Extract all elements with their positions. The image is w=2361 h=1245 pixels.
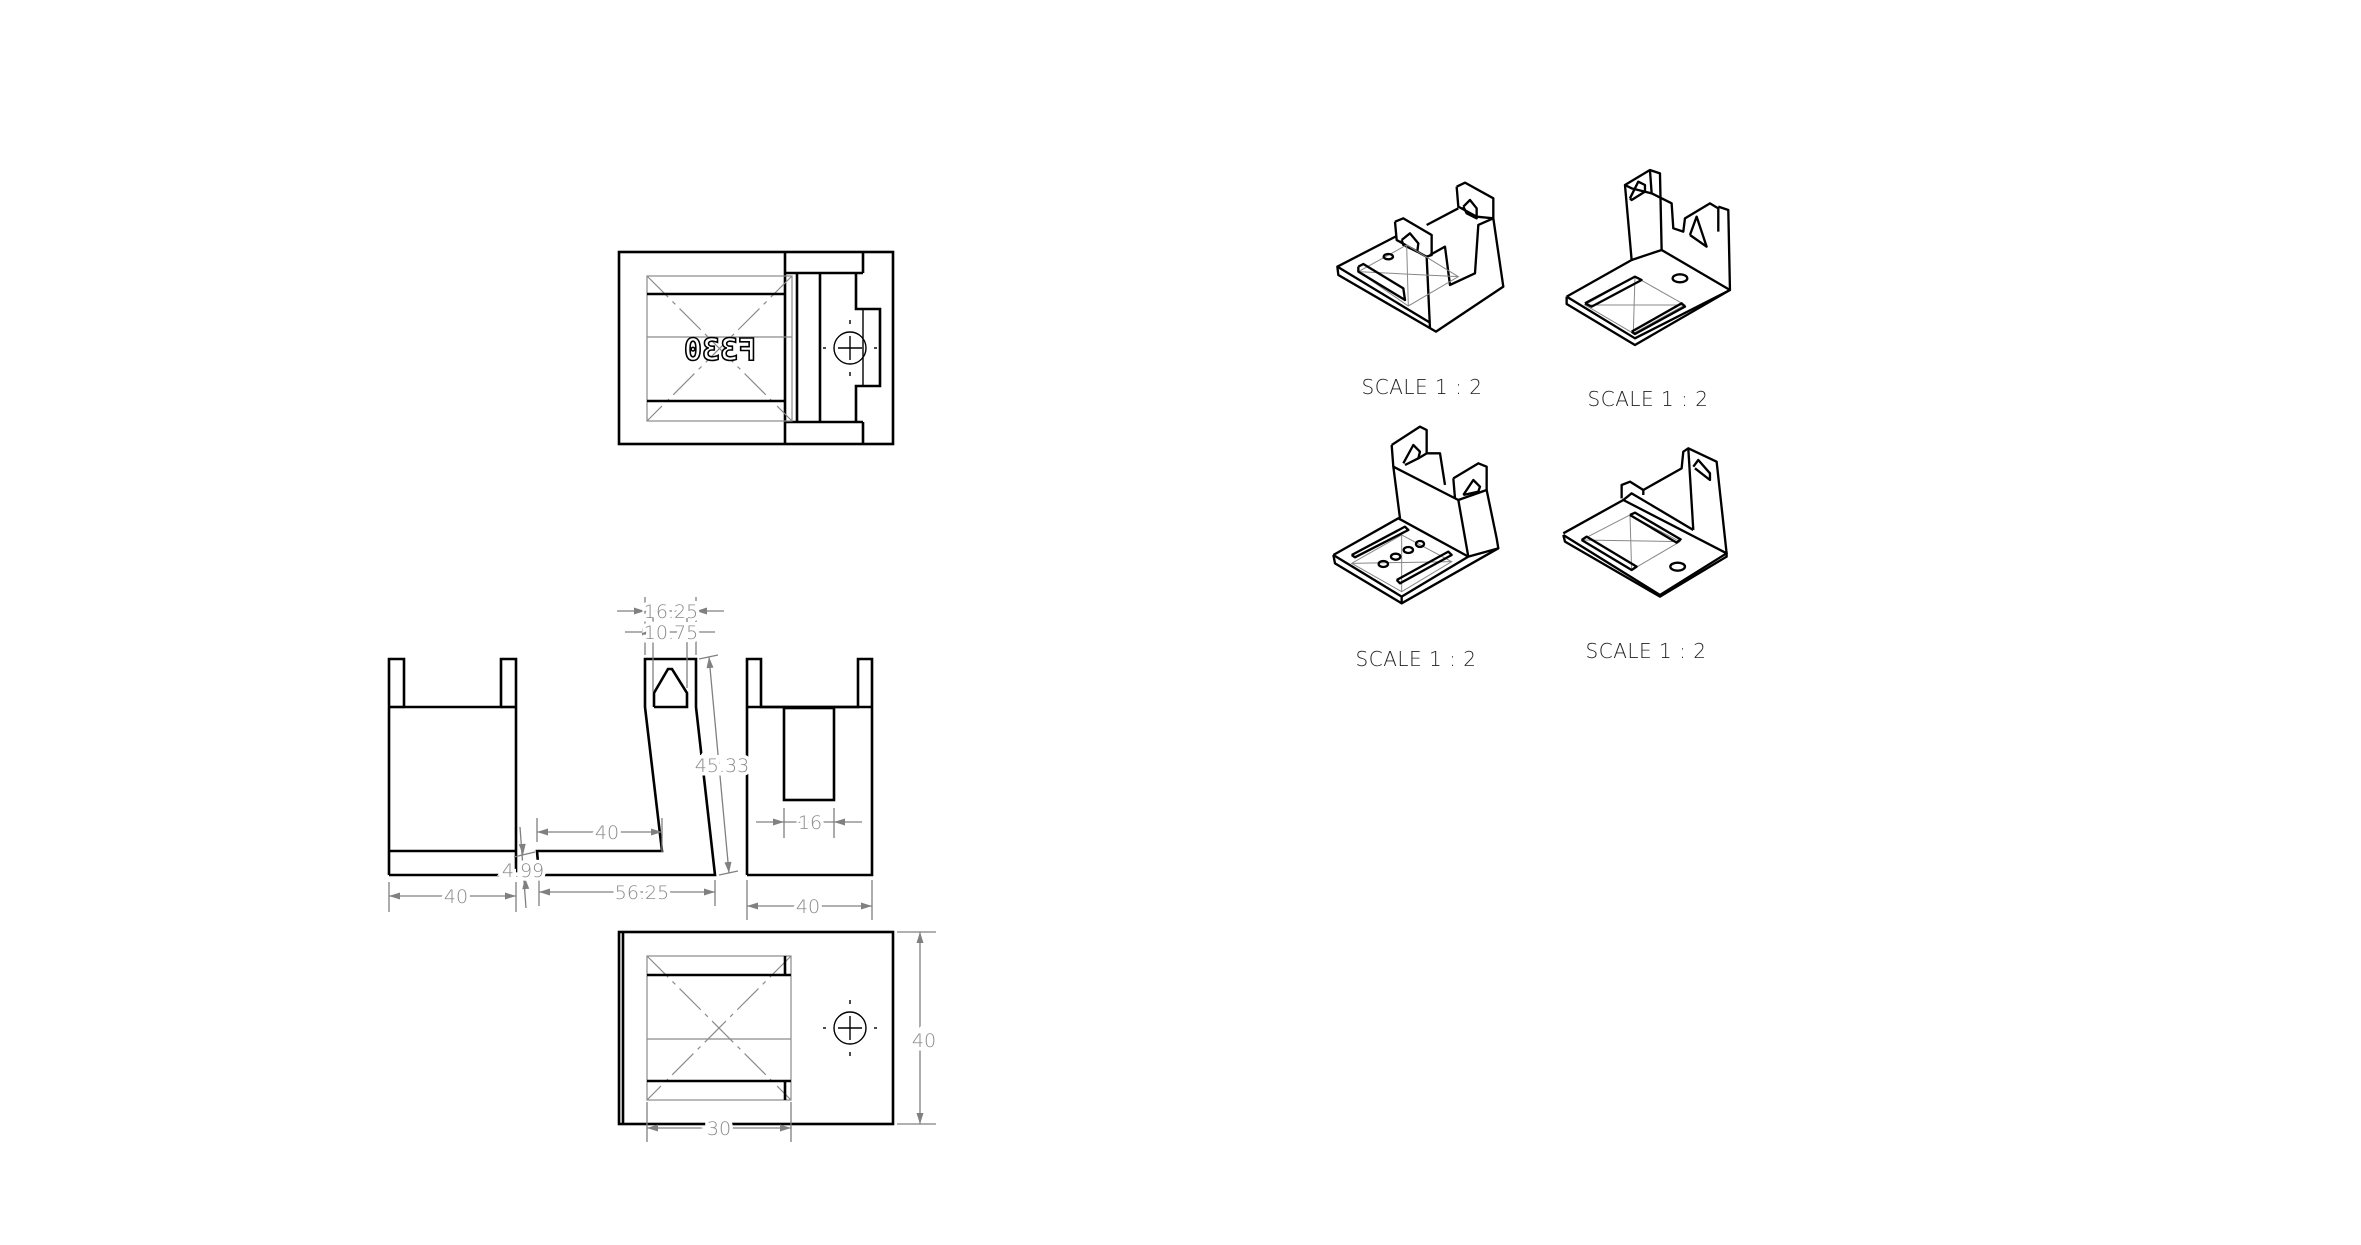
side-view [535,657,717,877]
arrowhead [539,888,550,896]
arrowhead [747,902,758,910]
dim-base-thickness-value: 4.99 [502,860,544,882]
arrowhead [834,818,845,826]
arrowhead [696,607,707,615]
arrowhead [724,861,732,873]
scale-label-3: SCALE 1 : 2 [1356,647,1477,671]
scale-label-4: SCALE 1 : 2 [1586,639,1707,663]
right-view [745,657,874,877]
dim-tab-inner-value: 10.75 [644,622,698,644]
dim-bottom-height-value: 40 [912,1030,936,1052]
scale-label-2: SCALE 1 : 2 [1588,387,1709,411]
arrowhead [706,657,714,669]
hole-bottom [823,1000,877,1056]
hole-top [823,320,877,376]
arrowhead [916,932,924,943]
dim-tab-outer-value: 16.25 [644,601,698,623]
dim-upright-height: 45.33 [691,654,753,876]
arrowhead [704,888,715,896]
arrowhead [642,628,653,636]
dim-overall-length-value: 56.25 [615,882,669,904]
arrowhead [647,1124,658,1132]
dim-bottom-pocket-value: 30 [707,1118,731,1140]
bottom-view [617,930,895,1126]
dim-side-width-value: 40 [796,896,820,918]
arrowhead [518,843,526,855]
arrowhead [651,828,662,836]
scale-label-1: SCALE 1 : 2 [1362,375,1483,399]
dim-inner-length-value: 40 [595,822,619,844]
dim-upright-height-value: 45.33 [695,755,749,777]
arrowhead [687,628,698,636]
iso-view-4 [1562,447,1728,598]
dim-slot-width-value: 16 [798,812,822,834]
arrowhead [861,902,872,910]
dim-base-thickness: 4.99 [498,826,548,909]
arrowhead [505,892,516,900]
dim-front-width-value: 40 [444,886,468,908]
dim-tab-inner: 10.75 [625,618,715,692]
dim-overall-length: 56.25 [538,879,716,908]
iso-view-1 [1336,181,1505,333]
arrowhead [389,892,400,900]
front-view [387,657,518,877]
dim-slot-width: 16 [756,808,862,838]
dim-bottom-height: 40 [897,931,940,1125]
dim-tab-outer: 16.25 [617,597,724,655]
arrowhead [780,1124,791,1132]
engraved-text: F330 [684,333,756,368]
arrowhead [634,607,645,615]
top-view: F330 [617,250,895,446]
dim-side-width: 40 [746,880,873,922]
iso-view-2 [1565,168,1732,347]
arrowhead [522,878,530,890]
arrowhead [916,1113,924,1124]
arrowhead [537,828,548,836]
arrowhead [773,818,784,826]
iso-view-3 [1332,425,1500,605]
dim-front-width: 40 [388,882,517,912]
dim-bottom-pocket: 30 [646,1102,792,1144]
dim-inner-length: 40 [536,818,663,852]
